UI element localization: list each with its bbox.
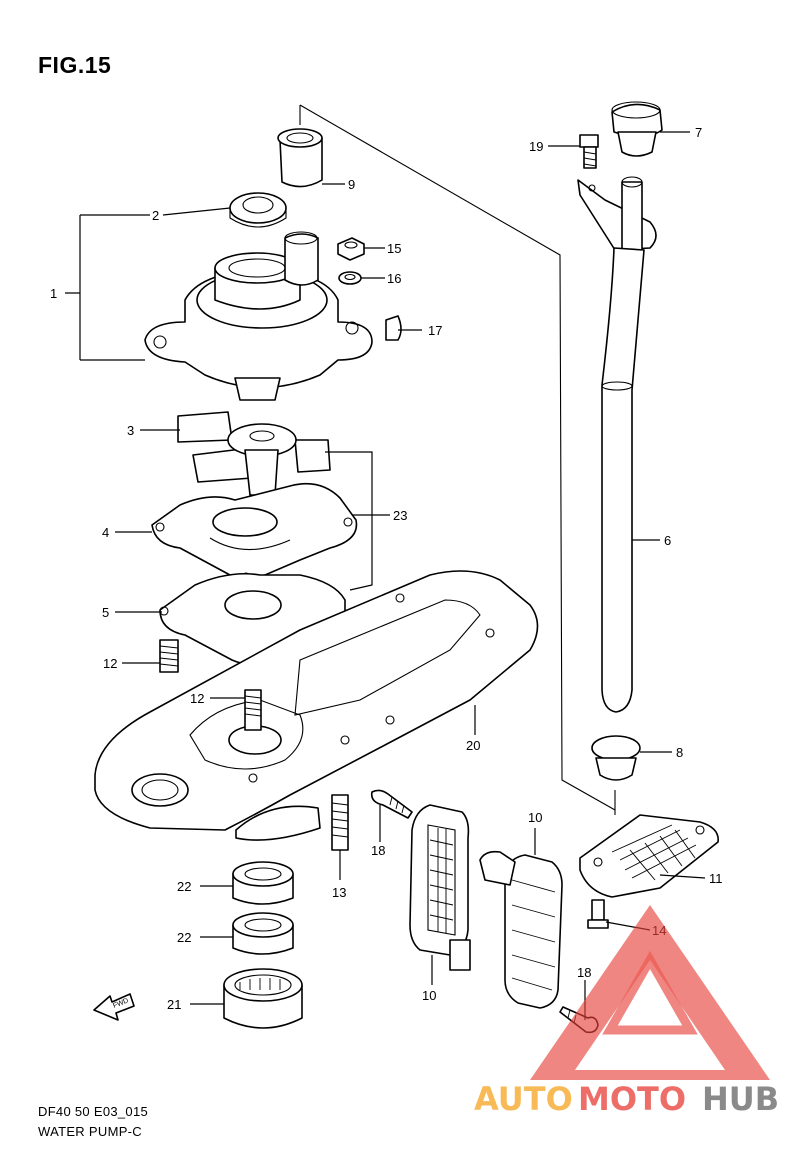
part-19-bolt <box>579 134 599 169</box>
callout-11: 11 <box>709 871 723 886</box>
part-10-strainer-left <box>409 804 471 971</box>
part-22-bushing-lower <box>232 912 294 955</box>
assembly-outline <box>299 104 616 815</box>
callout-19: 19 <box>529 139 543 154</box>
part-14-bolt <box>587 899 609 929</box>
callout-4: 4 <box>102 525 109 540</box>
callout-22-upper: 22 <box>177 879 191 894</box>
callout-10-upper: 10 <box>528 810 542 825</box>
part-22-bushing-upper <box>232 861 294 905</box>
callout-9: 9 <box>348 177 355 192</box>
callout-12-upper: 12 <box>103 656 117 671</box>
callout-18-upper: 18 <box>371 843 385 858</box>
callout-2: 2 <box>152 208 159 223</box>
callout-15: 15 <box>387 241 401 256</box>
part-17-key <box>385 315 402 341</box>
watermark-triangle-icon <box>530 905 770 1080</box>
part-16-washer <box>338 271 362 285</box>
callout-12-lower: 12 <box>190 691 204 706</box>
part-6-water-tube <box>577 176 657 713</box>
part-4-gasket <box>151 482 358 582</box>
callout-7: 7 <box>695 125 702 140</box>
part-3-impeller <box>177 411 331 496</box>
callout-3: 3 <box>127 423 134 438</box>
figure-title: FIG.15 <box>38 52 112 78</box>
part-18-screw-upper <box>370 789 413 819</box>
part-13-stud <box>331 794 349 851</box>
part-11-screen-plate <box>579 814 719 898</box>
leader-lines <box>65 131 706 1020</box>
part-21-bearing <box>223 968 303 1029</box>
part-8-grommet <box>591 735 641 781</box>
part-1-pump-case <box>144 231 373 401</box>
callout-10-lower: 10 <box>422 988 436 1003</box>
watermark-logo: AUTO MOTO HUB <box>474 905 779 1118</box>
part-12-stud-lower <box>244 689 262 731</box>
callout-23: 23 <box>393 508 407 523</box>
diagram-name: WATER PUMP-C <box>38 1124 142 1139</box>
callout-1: 1 <box>50 286 57 301</box>
part-2-seal <box>229 192 287 228</box>
part-20-plate <box>94 570 539 841</box>
callout-16: 16 <box>387 271 401 286</box>
part-10-strainer-right <box>479 850 563 1009</box>
part-12-stud-upper <box>159 639 179 673</box>
callout-17: 17 <box>428 323 442 338</box>
callout-6: 6 <box>664 533 671 548</box>
svg-text:HUB: HUB <box>702 1080 779 1118</box>
part-5-gasket <box>159 572 346 669</box>
svg-text:MOTO: MOTO <box>578 1080 686 1118</box>
callout-5: 5 <box>102 605 109 620</box>
callout-20: 20 <box>466 738 480 753</box>
svg-text:AUTO: AUTO <box>474 1080 573 1118</box>
callout-18-lower: 18 <box>577 965 591 980</box>
part-15-nut <box>337 237 365 261</box>
diagram-code: DF40 50 E03_015 <box>38 1104 149 1119</box>
part-7-grommet <box>611 101 663 157</box>
callout-21: 21 <box>167 997 181 1012</box>
part-9-sleeve <box>277 128 323 188</box>
callout-22-lower: 22 <box>177 930 191 945</box>
callout-13: 13 <box>332 885 346 900</box>
forward-arrow-icon: FWD <box>93 993 135 1021</box>
callout-8: 8 <box>676 745 683 760</box>
